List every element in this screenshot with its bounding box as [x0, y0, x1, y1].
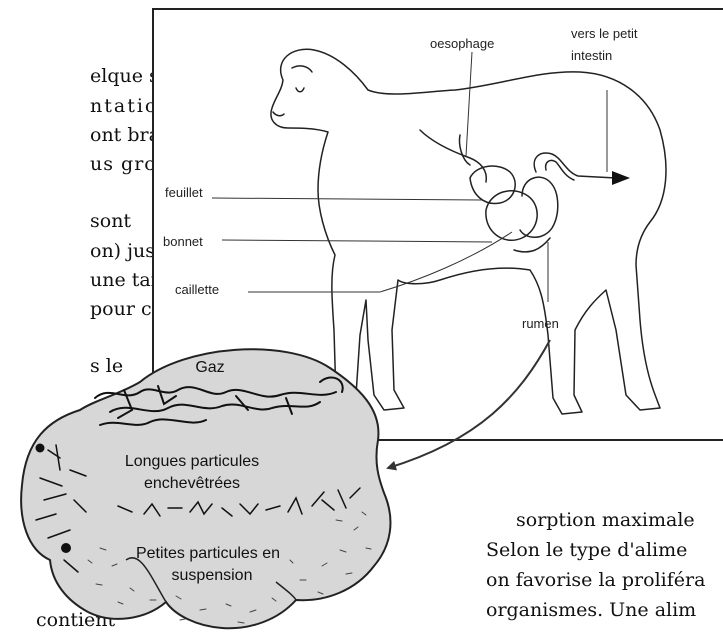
- rumen-label-petites-line-2: suspension: [172, 567, 253, 584]
- rumen-label-longues-line-1: Longues particules: [125, 453, 259, 470]
- label-oesophage: oesophage: [430, 36, 494, 51]
- rumen-label-gaz: Gaz: [195, 359, 224, 376]
- particle-dot: [61, 543, 71, 553]
- label-rumen: rumen: [522, 316, 559, 331]
- label-caillette: caillette: [175, 282, 219, 297]
- rumen-cross-section: Gaz Longues particules enchevêtrées Peti…: [21, 349, 390, 628]
- label-feuillet: feuillet: [165, 185, 203, 200]
- label-bonnet: bonnet: [163, 234, 203, 249]
- particle-dot: [36, 444, 45, 453]
- rumen-label-longues-line-2: enchevêtrées: [144, 475, 240, 492]
- label-vers-intestin-line-2: intestin: [571, 48, 612, 63]
- label-vers-intestin-line-1: vers le petit: [571, 26, 638, 41]
- rumen-label-petites-line-1: Petites particules en: [136, 545, 280, 562]
